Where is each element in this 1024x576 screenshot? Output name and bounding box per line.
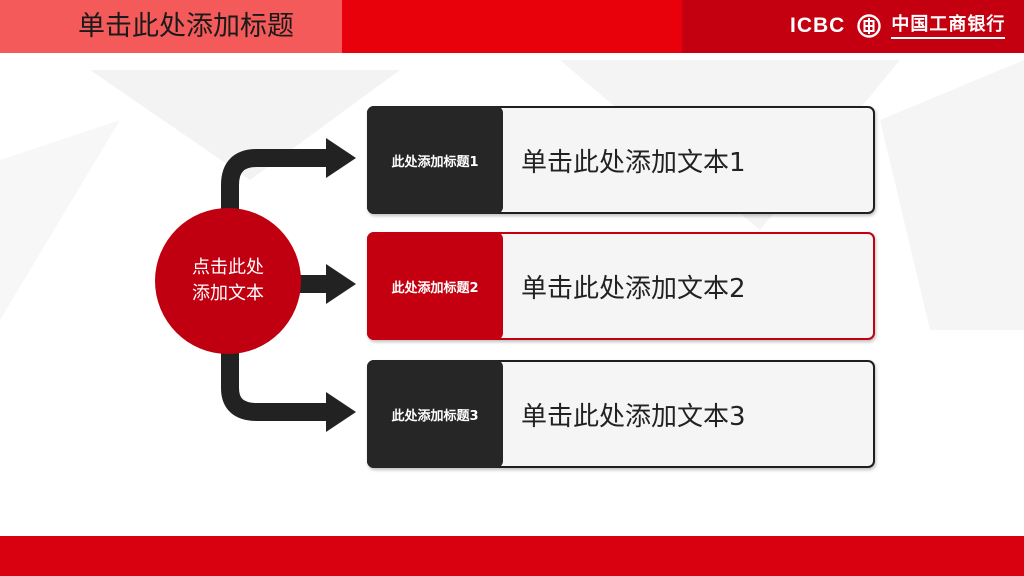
bank-logo: ICBC 中国工商银行 [790,10,1006,42]
header-title-box [0,0,342,53]
item-title: 此处添加标题1 [367,106,503,214]
list-item[interactable]: 此处添加标题1 单击此处添加文本1 [367,106,875,214]
icbc-logo-icon [857,14,882,38]
arrow-right-icon [326,264,356,304]
item-text: 单击此处添加文本2 [521,273,746,304]
header-logo-box [682,0,1024,53]
center-circle[interactable]: 点击此处添加文本 [155,208,301,354]
item-text: 单击此处添加文本3 [521,401,746,432]
center-circle-text: 点击此处添加文本 [192,257,264,304]
footer-band [0,536,1024,576]
page-title[interactable]: 单击此处添加标题 [78,11,294,42]
item-text: 单击此处添加文本1 [521,147,746,178]
item-title: 此处添加标题2 [367,232,503,340]
list-item[interactable]: 此处添加标题2 单击此处添加文本2 [367,232,875,340]
logo-latin-text: ICBC [790,14,846,37]
arrow-right-icon [326,138,356,178]
arrow-right-icon [326,392,356,432]
list-item[interactable]: 此处添加标题3 单击此处添加文本3 [367,360,875,468]
logo-chinese-text: 中国工商银行 [891,14,1006,39]
item-title: 此处添加标题3 [367,360,503,468]
